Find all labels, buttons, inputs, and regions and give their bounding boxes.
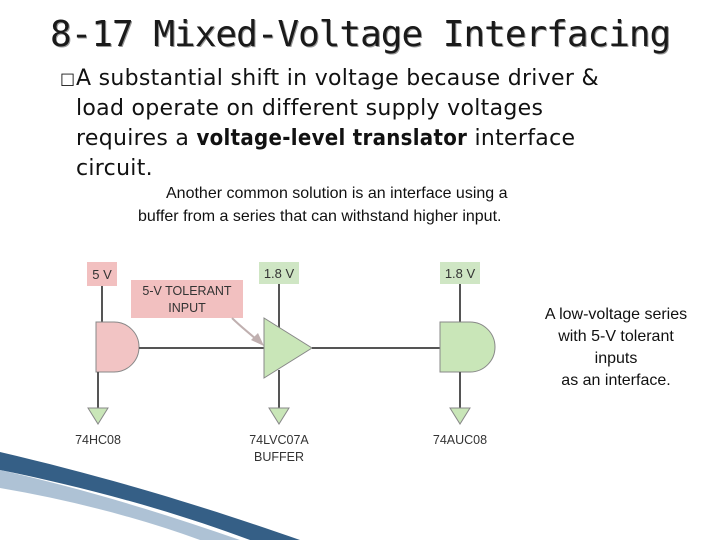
diagram-caption: A low-voltage series with 5-V tolerant i… [518, 304, 714, 392]
supply-18v-a-label: 1.8 V [264, 266, 295, 281]
note-line-1: Another common solution is an interface … [166, 185, 508, 202]
arrow-icon [231, 317, 258, 341]
bullet-line-2: load operate on different supply voltage… [76, 96, 544, 121]
buffer-name-line-2: BUFFER [254, 450, 304, 464]
bullet-text: A substantial shift in voltage because d… [60, 64, 700, 184]
bullet-marker-icon: □ [60, 69, 76, 88]
caption-line-4: as an interface. [561, 372, 671, 389]
buffer-name-line-1: 74LVC07A [249, 433, 309, 447]
caption-line-1: A low-voltage series [544, 306, 688, 323]
bullet-line-3-end: interface [467, 126, 576, 151]
gate2-name: 74AUC08 [433, 433, 487, 447]
tolerant-label-line-2: INPUT [168, 301, 206, 315]
supply-18v-b-box [440, 262, 480, 284]
supply-5v-label: 5 V [92, 267, 112, 282]
supply-18v-b-label: 1.8 V [445, 266, 476, 281]
bullet-line-3-start: requires a [76, 126, 197, 151]
bullet-line-4: circuit. [76, 156, 153, 181]
and-gate-74auc08 [439, 321, 496, 373]
bullet-point: □ A substantial shift in voltage because… [60, 64, 700, 184]
tolerant-label-box [131, 280, 243, 318]
slide-title: 8-17 Mixed-Voltage Interfacing [50, 14, 671, 55]
decorative-sweep-light [0, 470, 240, 540]
ground-icon-1 [87, 407, 109, 425]
decorative-sweep [0, 452, 300, 540]
bullet-line-1: A substantial shift in voltage because d… [76, 66, 599, 91]
caption-line-2: with 5-V tolerant [558, 328, 674, 345]
tolerant-label-line-1: 5-V TOLERANT [142, 284, 232, 298]
and-gate-74hc08 [95, 321, 140, 373]
supply-5v-box [87, 262, 117, 286]
ground-icon-2 [268, 407, 290, 425]
note-text: Another common solution is an interface … [138, 182, 658, 228]
supply-18v-a-box [259, 262, 299, 284]
gate1-name: 74HC08 [75, 433, 121, 447]
ground-icon-3 [449, 407, 471, 425]
arrow-head-icon [251, 333, 264, 346]
bullet-emphasis: voltage-level translator [196, 126, 468, 151]
caption-line-3: inputs [594, 350, 638, 367]
buffer-triangle-icon [263, 317, 313, 379]
note-line-2: buffer from a series that can withstand … [138, 208, 502, 225]
